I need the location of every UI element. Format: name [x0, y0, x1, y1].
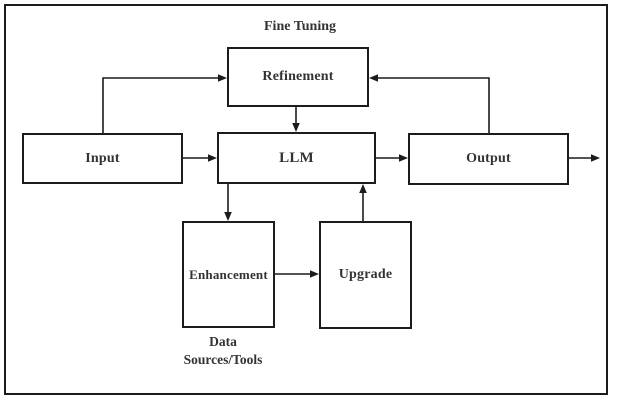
caption-data-sources-line1: Data: [209, 334, 237, 349]
node-input-label: Input: [85, 150, 120, 166]
caption-data-sources-line2: Sources/Tools: [183, 352, 263, 367]
node-input: Input: [22, 133, 183, 184]
node-refinement: Refinement: [227, 47, 369, 107]
arrowhead-down-icon: [292, 123, 300, 132]
caption-fine-tuning: Fine Tuning: [264, 19, 336, 34]
node-output: Output: [408, 133, 569, 185]
arrowhead-right-icon: [310, 270, 319, 278]
node-output-label: Output: [466, 151, 511, 166]
node-llm-label: LLM: [279, 149, 314, 166]
arrowhead-right-icon: [591, 154, 600, 162]
arrowhead-down-icon: [224, 212, 232, 221]
node-upgrade-label: Upgrade: [338, 267, 393, 282]
node-upgrade: Upgrade: [319, 221, 412, 329]
arrowhead-right-icon: [399, 154, 408, 162]
caption-data-sources: Data Sources/Tools: [163, 333, 283, 369]
edge-input-refinement: [102, 77, 218, 133]
arrowhead-left-icon: [369, 74, 378, 82]
edge-output-refinement: [378, 77, 490, 133]
arrowhead-right-icon: [218, 74, 227, 82]
node-enhancement-label: Enhancement: [189, 266, 268, 282]
diagram-outer-border: [4, 4, 608, 395]
arrowhead-up-icon: [359, 184, 367, 193]
node-refinement-label: Refinement: [262, 69, 334, 84]
node-llm: LLM: [217, 132, 376, 184]
arrowhead-right-icon: [208, 154, 217, 162]
node-enhancement: Enhancement: [182, 221, 275, 328]
